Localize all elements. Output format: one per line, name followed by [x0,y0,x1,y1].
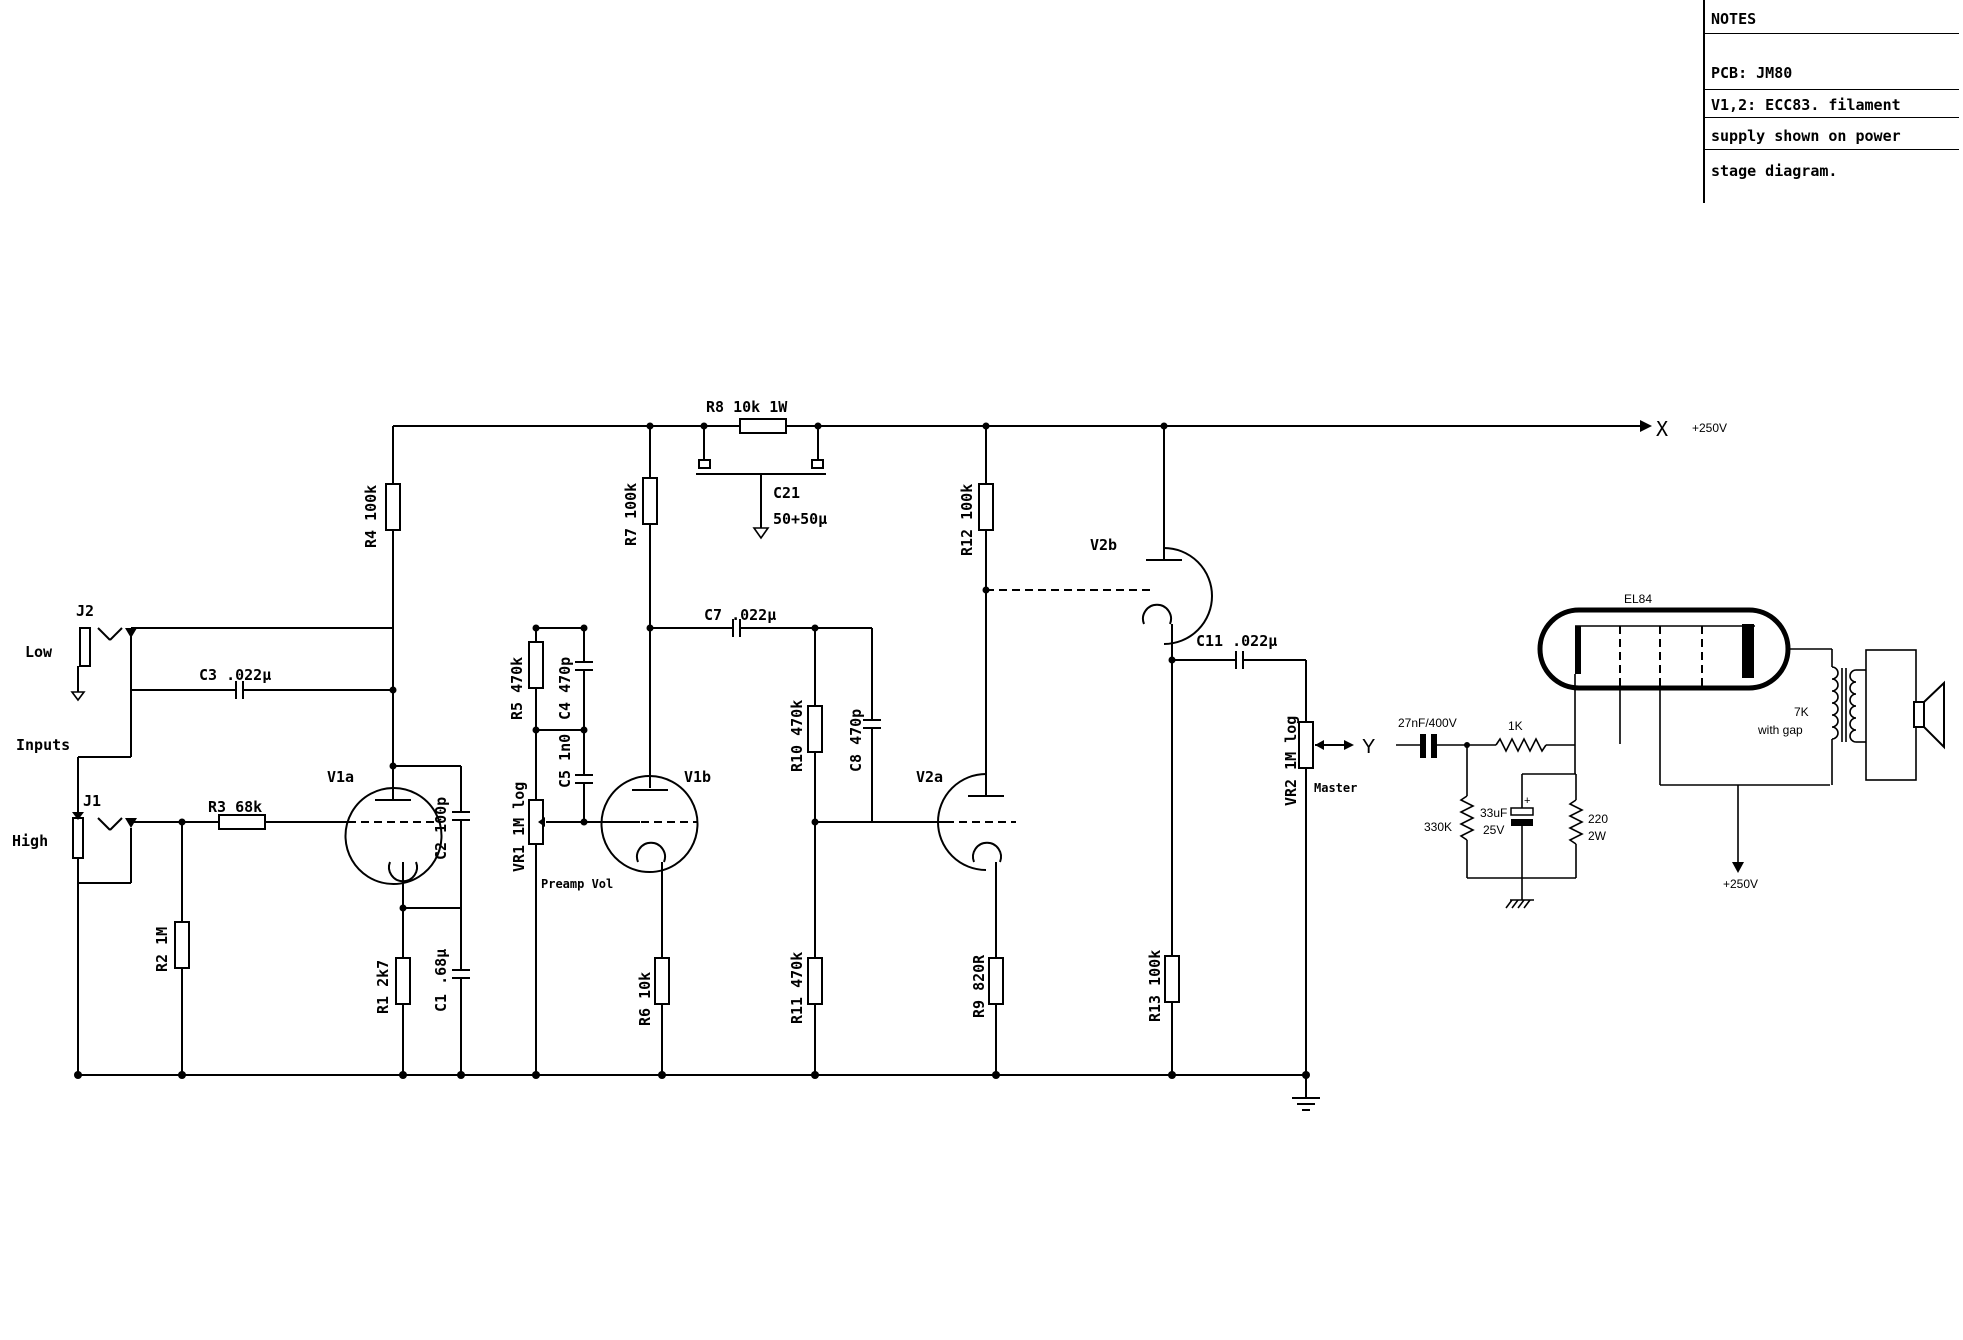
r2-resistor [174,822,190,1075]
r1-resistor [395,907,461,1075]
output-transformer [1831,649,1917,785]
transformer-gap-label: with gap [1757,723,1803,737]
c5-capacitor [575,730,593,822]
r7-resistor [642,426,658,788]
c1-capacitor [452,908,470,1075]
c8-label: C8 470p [847,709,865,772]
c4-label: C4 470p [556,657,574,720]
el84-pentode [1537,607,1832,785]
notes-line3: stage diagram. [1711,162,1838,180]
r4-label: R4 100k [362,485,380,548]
r3-label: R3 68k [208,798,262,816]
v2b-triode [1142,426,1213,660]
j2-label: J2 [76,602,94,620]
r13-resistor [1164,660,1180,1075]
r1k-label: 1K [1508,719,1523,733]
ground-bus [78,1074,1320,1111]
supply-x-label: X [1656,417,1668,441]
c21-label: C21 [773,484,800,502]
y-label: Y [1362,736,1375,758]
r5-label: R5 470k [508,657,526,720]
screen-supply [1660,784,1830,873]
r9-label: R9 820R [970,954,988,1018]
v2a-triode [872,773,1016,1075]
input-jacks [70,627,393,1075]
c3-label: C3 .022µ [199,666,271,684]
supply-voltage-label: +250V [1692,421,1727,435]
r13-label: R13 100k [1146,950,1164,1022]
r7-label: R7 100k [622,483,640,546]
v1b-triode [600,775,699,1075]
r12-resistor [978,426,1152,796]
notes-box: NOTES PCB: JM80 V1,2: ECC83. filament su… [1703,0,1959,203]
r5-resistor [528,628,544,730]
c2-capacitor [452,811,470,908]
r10-label: R10 470k [788,700,806,772]
v1a-triode [344,765,462,908]
r220-label: 220 [1588,812,1608,826]
c5-label: C5 1n0 [556,734,574,788]
r4-resistor [385,483,401,766]
vr1-label: VR1 1M log [510,782,528,872]
c4-capacitor [536,627,593,731]
cap-plus-mark: + [1524,795,1530,807]
transformer-7k-label: 7K [1794,705,1809,719]
v2b-label: V2b [1090,536,1117,554]
r3-resistor [218,814,348,830]
c2-label: C2 100p [432,797,450,860]
preamp-vol-label: Preamp Vol [541,877,613,891]
c8-capacitor [815,628,881,823]
ground-junctions [74,1071,1310,1079]
v2a-label: V2a [916,768,943,786]
notes-header: NOTES [1705,0,1959,34]
c33-value: 25V [1483,823,1504,837]
c21-capacitor [696,426,826,540]
notes-line2: supply shown on power [1705,118,1959,150]
r10-resistor [807,628,823,958]
inputs-label: Inputs [16,736,70,754]
j1-label: J1 [83,792,101,810]
r220-value: 2W [1588,829,1607,843]
v1a-label: V1a [327,768,354,786]
c21-value: 50+50µ [773,510,827,528]
master-label: Master [1314,781,1357,795]
r8-label: R8 10k 1W [706,398,788,416]
r11-label: R11 470k [788,952,806,1024]
r2-label: R2 1M [153,927,171,972]
el84-label: EL84 [1624,592,1652,606]
v1b-label: V1b [684,768,711,786]
r11-resistor [807,957,823,1075]
cathode-network [1505,744,1584,909]
r12-label: R12 100k [958,484,976,556]
vr1-potentiometer [528,730,640,1075]
r1-label: R1 2k7 [374,960,392,1014]
r8-resistor [739,418,787,434]
speaker-icon [1913,680,1945,750]
r330k-label: 330K [1424,820,1452,834]
c7-label: C7 .022µ [704,606,776,624]
vr2-potentiometer [1298,721,1354,1075]
grid-stopper-1k [1495,737,1575,753]
r6-label: R6 10k [636,972,654,1026]
notes-line1: V1,2: ECC83. filament [1705,90,1959,118]
c1-label: C1 .68µ [432,949,450,1012]
cap-27nf-label: 27nF/400V [1398,716,1457,730]
vr2-label: VR2 1M log [1282,716,1300,806]
notes-pcb: PCB: JM80 [1705,34,1959,90]
c33-label: 33uF [1480,806,1507,820]
c11-label: C11 .022µ [1196,632,1277,650]
low-label: Low [25,643,53,661]
supply-rail [392,420,1652,484]
c11-capacitor [1172,651,1307,722]
out-supply-label: +250V [1723,877,1758,891]
coupling-cap-27nf [1396,734,1496,758]
c7-capacitor [650,619,872,637]
c3-capacitor [229,681,393,699]
grid-leak-330k [1459,745,1576,879]
high-label: High [12,832,48,850]
